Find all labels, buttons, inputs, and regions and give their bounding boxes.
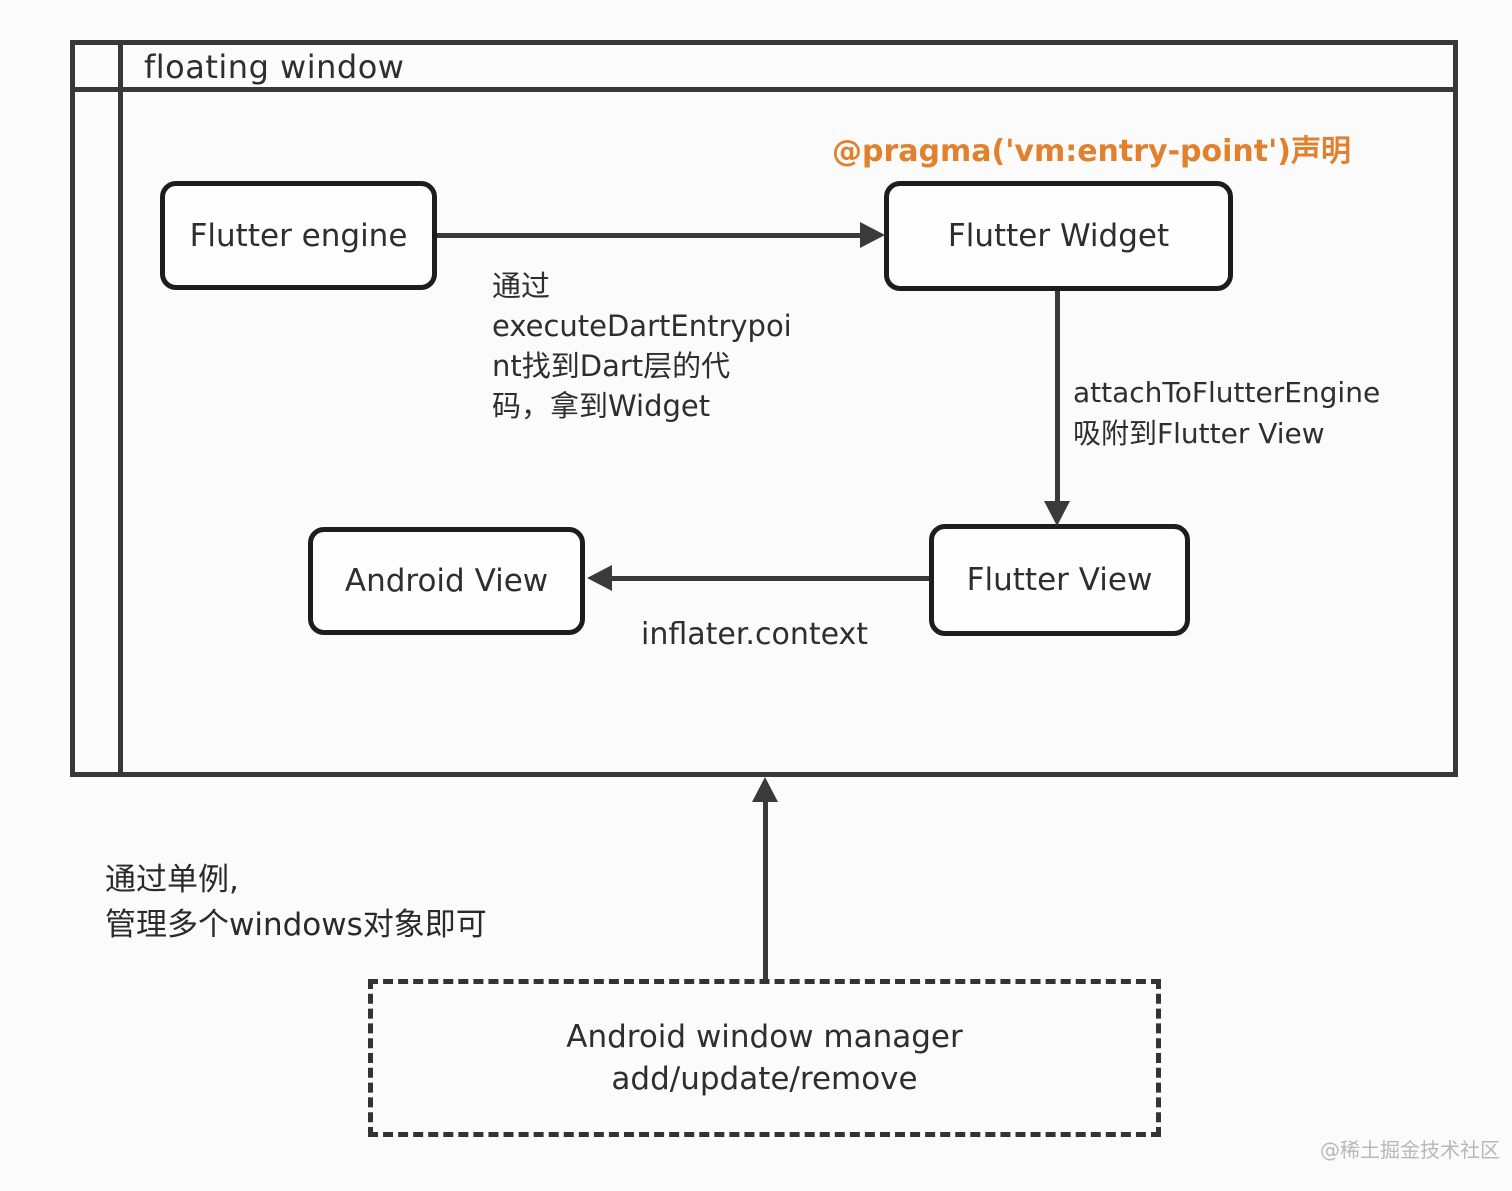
inflater-context-annotation: inflater.context: [641, 617, 869, 652]
arrow-manager-to-frame-head-icon: [752, 777, 778, 802]
arrow-widget-to-flutterview-head-icon: [1044, 501, 1070, 526]
attach-annotation: attachToFlutterEngine 吸附到Flutter View: [1073, 372, 1380, 454]
node-android-view: Android View: [308, 527, 585, 635]
execute-dart-line1: 通过: [492, 269, 551, 303]
attach-line1: attachToFlutterEngine: [1073, 376, 1381, 409]
node-flutter-engine-label: Flutter engine: [189, 217, 408, 254]
arrow-widget-to-flutterview-line: [1055, 291, 1060, 504]
node-flutter-engine: Flutter engine: [160, 181, 437, 290]
singleton-annotation: 通过单例, 管理多个windows对象即可: [105, 858, 487, 948]
arrow-manager-to-frame-line: [763, 799, 768, 980]
execute-dart-line4: 码，拿到Widget: [492, 389, 711, 423]
arrow-engine-to-widget-line: [437, 233, 863, 238]
execute-dart-annotation: 通过 executeDartEntrypoi nt找到Dart层的代 码，拿到W…: [492, 266, 792, 426]
node-flutter-view: Flutter View: [929, 524, 1190, 636]
window-manager-label-line1: Android window manager: [566, 1019, 963, 1055]
frame-left-column-divider: [118, 40, 123, 777]
floating-window-frame: [70, 40, 1458, 777]
node-flutter-widget: Flutter Widget: [884, 181, 1233, 291]
arrow-flutterview-to-androidview-head-icon: [587, 565, 612, 591]
singleton-line2: 管理多个windows对象即可: [105, 907, 487, 943]
pragma-annotation: @pragma('vm:entry-point')声明: [832, 134, 1352, 169]
window-manager-label-line2: add/update/remove: [611, 1061, 918, 1097]
node-flutter-view-label: Flutter View: [966, 562, 1153, 598]
frame-header-divider: [70, 87, 1458, 92]
node-android-view-label: Android View: [344, 563, 549, 599]
attach-line2: 吸附到Flutter View: [1073, 417, 1325, 450]
arrow-flutterview-to-androidview-line: [611, 576, 929, 581]
singleton-line1: 通过单例,: [105, 862, 239, 898]
node-flutter-widget-label: Flutter Widget: [947, 218, 1170, 254]
frame-title: floating window: [144, 48, 405, 86]
node-android-window-manager: Android window manager add/update/remove: [368, 979, 1161, 1137]
arrow-engine-to-widget-head-icon: [860, 222, 885, 248]
execute-dart-line2: executeDartEntrypoi: [492, 309, 792, 343]
execute-dart-line3: nt找到Dart层的代: [492, 349, 731, 383]
watermark-label: @稀土掘金技术社区: [1320, 1138, 1500, 1162]
